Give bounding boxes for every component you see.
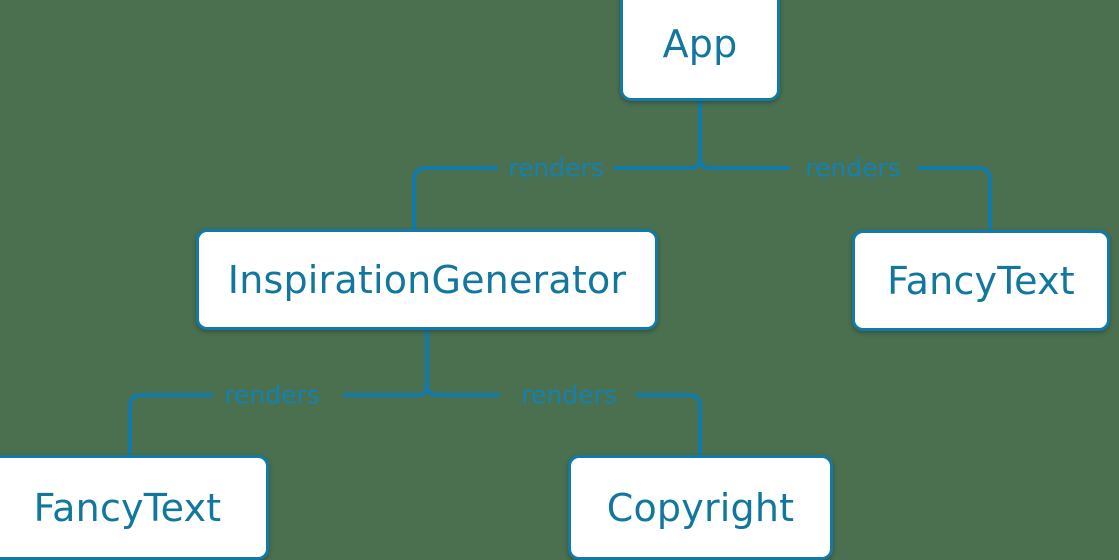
edge-label-app-fancytext: renders <box>805 153 901 183</box>
edge-label-inspiration-copyright: renders <box>521 380 617 410</box>
edge-elbow-copyright <box>687 393 702 455</box>
node-copyright[interactable]: Copyright <box>568 455 833 560</box>
node-fancytext-right-label: FancyText <box>887 258 1075 303</box>
node-fancytext-bottom[interactable]: FancyText <box>0 455 269 560</box>
edge-elbow-fancytext-right <box>977 166 992 230</box>
node-fancytext-right[interactable]: FancyText <box>852 230 1110 331</box>
node-inspiration-generator[interactable]: InspirationGenerator <box>196 229 658 330</box>
edge-label-app-inspiration: renders <box>508 153 604 183</box>
edge-elbow-inspiration <box>412 166 427 229</box>
node-app-label: App <box>662 21 738 66</box>
node-fancytext-bottom-label: FancyText <box>33 485 222 530</box>
node-inspiration-generator-label: InspirationGenerator <box>227 257 627 302</box>
edge-junction-bottom-right <box>425 384 438 397</box>
edge-label-inspiration-fancytext: renders <box>224 380 320 410</box>
edge-junction-top-right <box>698 157 711 170</box>
node-copyright-label: Copyright <box>606 485 795 530</box>
edge-elbow-fancytext-bottom <box>128 393 143 455</box>
node-app[interactable]: App <box>620 0 780 101</box>
